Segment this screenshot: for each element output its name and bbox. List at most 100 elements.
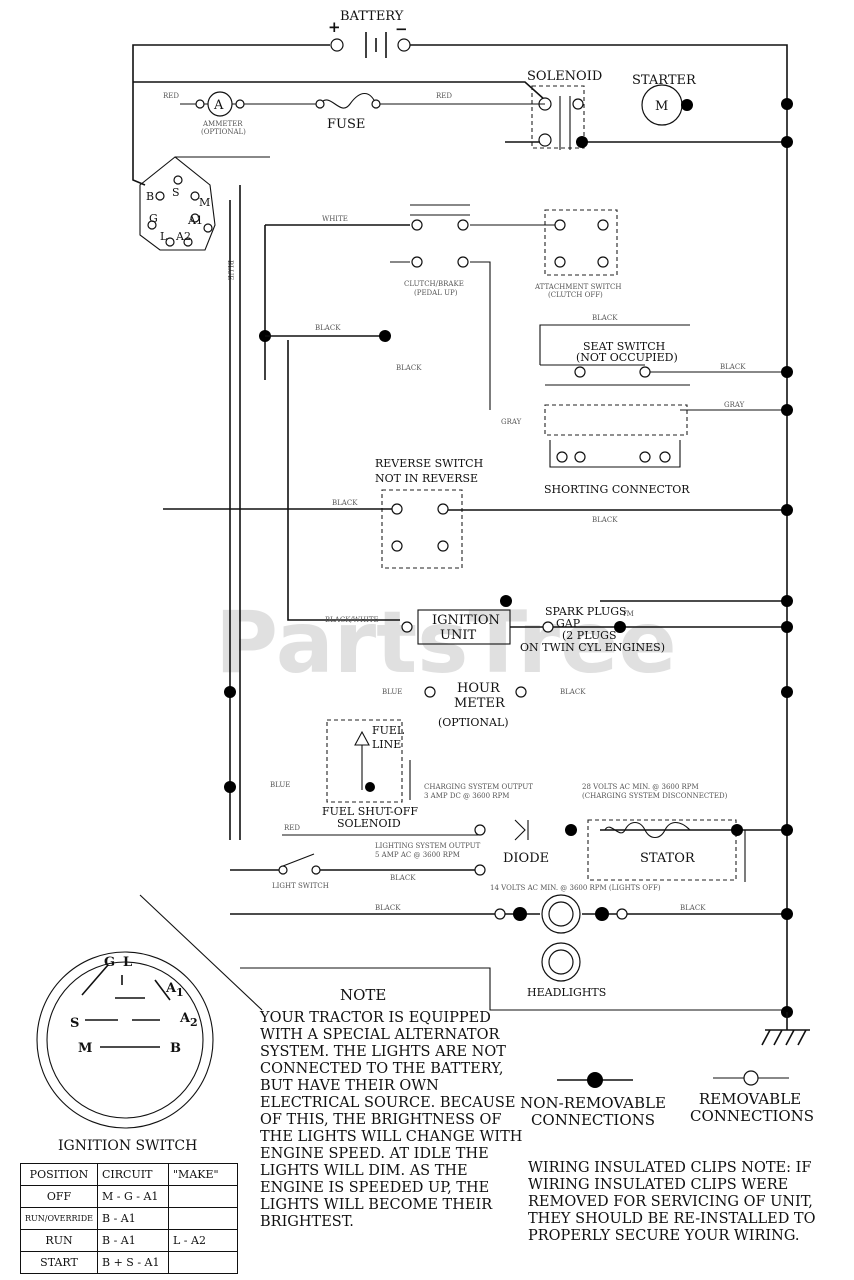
red-label-2: RED [436, 92, 452, 100]
fuse-terminal-left [315, 99, 325, 109]
battery-icon [330, 32, 411, 58]
fuel-shutoff-label: FUEL SHUT-OFF [322, 805, 418, 818]
headlight-lens-1 [548, 901, 574, 927]
red-connection-1 [224, 686, 236, 698]
battery-minus: − [395, 20, 408, 38]
hour-terminal-2 [515, 686, 527, 698]
fuel-valve-icon [354, 730, 370, 790]
table-cell [168, 1251, 238, 1274]
battery-label: BATTERY [340, 9, 404, 24]
fuel-line-label: LINE [372, 738, 401, 751]
short-terminal-4 [659, 451, 671, 463]
black-label-9: BLACK [375, 904, 401, 912]
red-connection-2 [224, 781, 236, 793]
key-a2-sub: 2 [190, 1016, 198, 1029]
ign-ground-bus [781, 595, 793, 607]
legend-nonremovable-dot [587, 1072, 603, 1088]
legend-nonremovable-label: NON-REMOVABLE CONNECTIONS [520, 1094, 666, 1129]
lighting-amps-label: 5 AMP AC @ 3600 RPM [375, 851, 460, 859]
headlight-lens-2 [548, 949, 574, 975]
black-white-label: BLACK/WHITE [325, 616, 379, 624]
black-label-4: BLACK [720, 363, 746, 371]
ign-pin-s: S [172, 186, 180, 199]
clutch-off-label: (CLUTCH OFF) [548, 291, 603, 299]
ign-pin-g: G [149, 212, 158, 225]
battery-solenoid-wire [133, 81, 546, 101]
key-a1-sub: 1 [176, 986, 184, 999]
table-cell: M - G - A1 [97, 1185, 169, 1208]
fuel-solenoid-box [326, 719, 403, 803]
attach-terminal-4 [597, 256, 609, 268]
starter-m: M [655, 99, 668, 114]
stator-label: STATOR [640, 851, 696, 866]
ammeter-optional: (OPTIONAL) [201, 128, 246, 136]
black-label-7: BLACK [560, 688, 586, 696]
stator-bus-connection [781, 824, 793, 836]
volts28-label: 28 VOLTS AC MIN. @ 3600 RPM [582, 783, 699, 791]
wiring-clips-note: WIRING INSULATED CLIPS NOTE: IF WIRING I… [528, 1160, 816, 1244]
black-label-8: BLACK [390, 874, 416, 882]
light-switch-terminal-1 [278, 865, 288, 875]
battery-negative-wire [410, 44, 788, 104]
solenoid-coil [559, 96, 571, 150]
white-label: WHITE [322, 215, 348, 223]
bus-connection-top [781, 98, 793, 110]
volts14-label: 14 VOLTS AC MIN. @ 3600 RPM (LIGHTS OFF) [490, 884, 661, 892]
key-g: G [104, 955, 115, 970]
clutch-terminal-3 [411, 256, 423, 268]
charging-terminal [474, 824, 486, 836]
twin-cyl-label: ON TWIN CYL ENGINES) [520, 641, 665, 654]
fuel-label: FUEL [372, 724, 405, 737]
fuse-label: FUSE [327, 117, 365, 132]
key-a1: A [165, 981, 177, 996]
diode-icon [514, 819, 529, 841]
key-a2: A [179, 1011, 191, 1026]
starter-connection [681, 99, 693, 111]
ignition-feed-wire [132, 82, 146, 186]
black-white-wire [287, 340, 400, 621]
headlights-label: HEADLIGHTS [527, 986, 606, 999]
table-cell: RUN [20, 1229, 98, 1252]
ign-pin-a1: A1 [187, 214, 203, 227]
meter-label: METER [454, 696, 506, 711]
seat-terminal-1 [574, 366, 586, 378]
light-switch-lever [282, 853, 315, 867]
ignition-terminal [401, 621, 413, 633]
clutch-terminal-1 [411, 219, 423, 231]
charging-disc-label: (CHARGING SYSTEM DISCONNECTED) [582, 792, 728, 800]
seat-not-occupied-label: (NOT OCCUPIED) [576, 351, 678, 364]
charging-output-label: CHARGING SYSTEM OUTPUT [424, 783, 533, 791]
table-header-row: POSITION CIRCUIT "MAKE" [20, 1163, 238, 1186]
black-label-3: BLACK [592, 314, 618, 322]
key-s: S [70, 1016, 79, 1031]
solenoid-terminal-bottom [538, 133, 552, 147]
gray-label-1: GRAY [724, 401, 745, 409]
gray-bus-connection [781, 404, 793, 416]
short-terminal-1 [556, 451, 568, 463]
attach-terminal-2 [597, 219, 609, 231]
fuel-connection [365, 782, 375, 792]
fuse-icon [319, 92, 377, 109]
seat-bus-connection [781, 366, 793, 378]
gray-label-2: GRAY [501, 418, 522, 426]
short-terminal-3 [639, 451, 651, 463]
table-row: OFF M - G - A1 [20, 1185, 238, 1208]
reverse-wire [163, 508, 787, 511]
ignition-switch-table: POSITION CIRCUIT "MAKE" OFF M - G - A1 R… [20, 1163, 238, 1274]
black-label-5: BLACK [332, 499, 358, 507]
hour-label: HOUR [457, 681, 501, 696]
ign-pin-b: B [146, 190, 154, 203]
headlight-return-wire [240, 967, 787, 1011]
attachment-label: ATTACHMENT SWITCH [534, 283, 621, 291]
reverse-bus-connection [781, 504, 793, 516]
ignition-switch-connector [139, 156, 270, 251]
clutch-brake-label: CLUTCH/BRAKE [404, 280, 464, 288]
headlight-terminal-1 [494, 908, 506, 920]
gap-label: GAP [556, 617, 581, 630]
ignition-switch-title: IGNITION SWITCH [58, 1138, 198, 1154]
key-l: L [123, 955, 132, 970]
gray-wire [545, 384, 787, 411]
headlight-terminal-2 [616, 908, 628, 920]
spark-plug-connection [614, 621, 626, 633]
